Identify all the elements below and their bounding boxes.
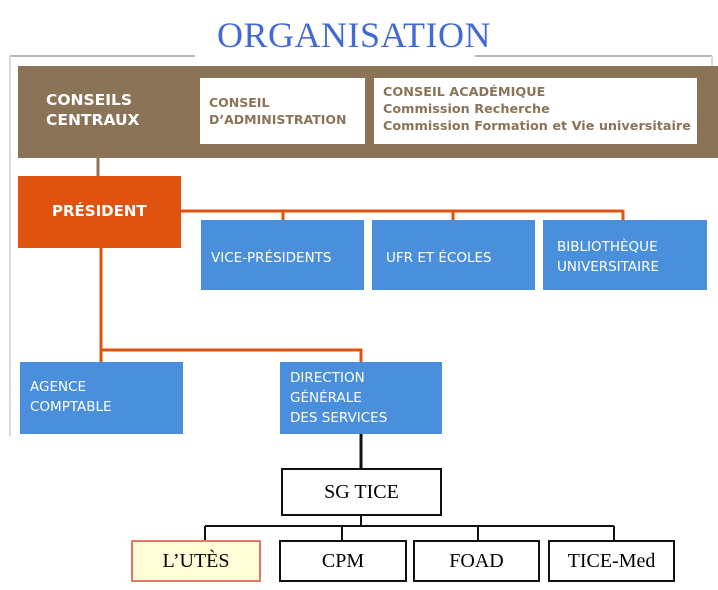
tice-med-box: TICE-Med [548,540,675,582]
cpm-box: CPM [279,540,407,582]
library-box: BIBLIOTHÈQUE UNIVERSITAIRE [543,220,707,290]
vice-presidents-box: VICE-PRÉSIDENTS [201,220,364,290]
accounting-agency-box: AGENCE COMPTABLE [20,362,183,434]
foad-box: FOAD [413,540,540,582]
admin-council-box: CONSEIL D’ADMINISTRATION [200,78,365,144]
sg-tice-box: SG TICE [281,468,442,516]
page-title: ORGANISATION [217,15,491,55]
academic-council-box: CONSEIL ACADÉMIQUE Commission Recherche … [374,78,697,144]
councils-label: CONSEILS CENTRAUX [46,91,140,129]
utes-box: L’UTÈS [131,540,261,582]
general-services-box: DIRECTION GÉNÉRALE DES SERVICES [280,362,442,434]
president-box: PRÉSIDENT [18,176,181,248]
ufr-schools-box: UFR ET ÉCOLES [372,220,535,290]
